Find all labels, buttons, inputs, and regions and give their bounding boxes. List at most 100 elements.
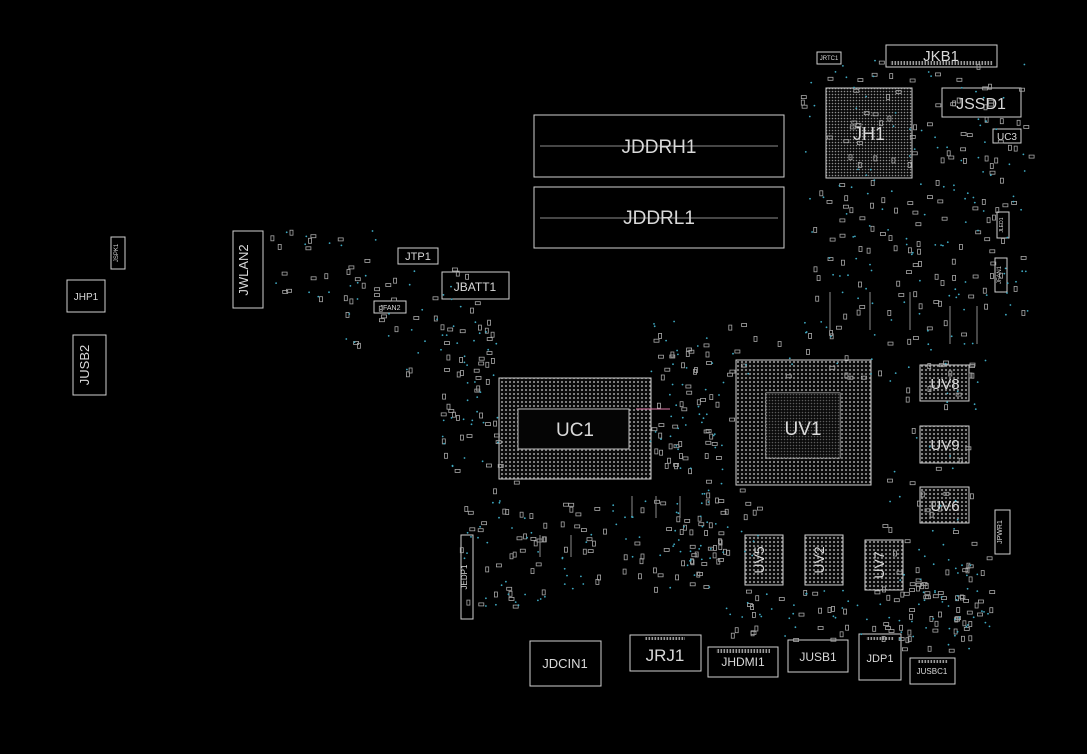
chip-uc3[interactable]: UC3 (992, 128, 1022, 144)
via (421, 308, 424, 311)
connector-jfan2[interactable]: JFAN2 (373, 300, 407, 314)
via (698, 548, 701, 550)
passive-component (911, 151, 918, 156)
passive-component (956, 607, 961, 613)
connector-jhdmi1[interactable]: JHDMI1 (707, 646, 779, 678)
via (974, 408, 977, 410)
passive-component (361, 282, 366, 289)
passive-component (374, 287, 381, 292)
connector-jedp1[interactable]: JEDP1 (460, 534, 474, 620)
passive-component (962, 568, 969, 573)
via (956, 390, 959, 393)
passive-component (592, 540, 596, 547)
chip-uv8[interactable]: UV8 (919, 364, 970, 402)
passive-component (718, 539, 723, 546)
connector-jrj1[interactable]: JRJ1 (629, 634, 702, 672)
passive-component (909, 134, 916, 139)
via (345, 338, 348, 340)
passive-component (444, 341, 450, 346)
connector-jled1[interactable]: JLED1 (996, 211, 1010, 239)
label-jedp1: JEDP1 (460, 564, 469, 589)
via (988, 625, 991, 628)
via (982, 96, 985, 99)
passive-component (798, 612, 805, 617)
chip-uv6[interactable]: UV6 (919, 486, 970, 524)
passive-component (485, 378, 490, 385)
via (700, 502, 703, 505)
passive-component (935, 466, 942, 471)
connector-jdcin1[interactable]: JDCIN1 (529, 640, 602, 687)
passive-component (858, 246, 863, 252)
passive-component (826, 199, 833, 204)
connector-jkb1[interactable]: JKB1 (885, 44, 998, 68)
chip-uv1[interactable]: UV1 (735, 359, 872, 486)
slot-jddrl1[interactable]: JDDRL1 (533, 186, 785, 249)
via (971, 342, 974, 345)
passive-component (909, 78, 916, 83)
passive-component (734, 349, 741, 354)
connector-jspk1[interactable]: JSPK1 (110, 236, 126, 270)
via (942, 185, 945, 188)
passive-component (808, 332, 812, 339)
via (975, 90, 977, 93)
connector-jrtc1[interactable]: JRTC1 (816, 51, 842, 65)
passive-component (916, 241, 921, 248)
via (956, 518, 959, 521)
via (887, 229, 889, 231)
connector-jbatt1[interactable]: JBATT1 (441, 271, 510, 300)
via (705, 337, 708, 339)
connector-jusbc1[interactable]: JUSBC1 (909, 657, 956, 685)
passive-component (698, 522, 705, 527)
via (353, 341, 356, 344)
via (854, 235, 856, 238)
passive-component (475, 375, 482, 380)
via (712, 434, 715, 437)
passive-component (909, 613, 913, 620)
passive-component (701, 562, 708, 566)
passive-component (459, 329, 466, 334)
via (956, 595, 959, 597)
chip-jh1[interactable]: JH1 (825, 87, 913, 179)
passive-component (938, 300, 942, 307)
passive-component (689, 544, 696, 549)
passive-component (454, 468, 461, 473)
via (825, 326, 828, 329)
via (918, 603, 920, 606)
via (683, 525, 685, 528)
via (832, 615, 835, 618)
via (899, 579, 902, 581)
via (699, 515, 702, 518)
connector-jfan1[interactable]: JFAN1 (994, 257, 1008, 293)
connector-jusb2[interactable]: JUSB2 (72, 334, 107, 396)
passive-component (927, 645, 932, 652)
via (954, 288, 957, 291)
slot-jddrh1[interactable]: JDDRH1 (533, 114, 785, 178)
via (452, 325, 455, 328)
connector-jwlan2[interactable]: JWLAN2 (232, 230, 264, 309)
passive-component (885, 626, 891, 630)
passive-component (870, 225, 875, 232)
passive-component (405, 371, 410, 378)
chip-uv7[interactable]: UV7 (864, 539, 904, 591)
via (746, 601, 749, 604)
passive-component (913, 336, 919, 340)
via (523, 517, 526, 520)
passive-component (945, 569, 950, 576)
via (677, 448, 679, 451)
chip-uc1[interactable]: UC1 (498, 377, 652, 480)
via (707, 501, 710, 503)
passive-component (896, 280, 901, 287)
chip-uv9[interactable]: UV9 (919, 425, 970, 464)
connector-jpwr1[interactable]: JPWR1 (994, 509, 1011, 555)
passive-component (718, 538, 722, 545)
chip-uv2[interactable]: UV2 (804, 534, 844, 586)
connector-jhp1[interactable]: JHP1 (66, 279, 106, 313)
passive-component (907, 161, 912, 168)
chip-uv5[interactable]: UV5 (744, 534, 784, 586)
connector-jtp1[interactable]: JTP1 (397, 247, 439, 265)
connector-jdp1[interactable]: JDP1 (858, 633, 902, 681)
via (476, 410, 478, 413)
connector-jusb1[interactable]: JUSB1 (787, 639, 849, 673)
via (960, 86, 963, 89)
passive-component (485, 566, 490, 573)
